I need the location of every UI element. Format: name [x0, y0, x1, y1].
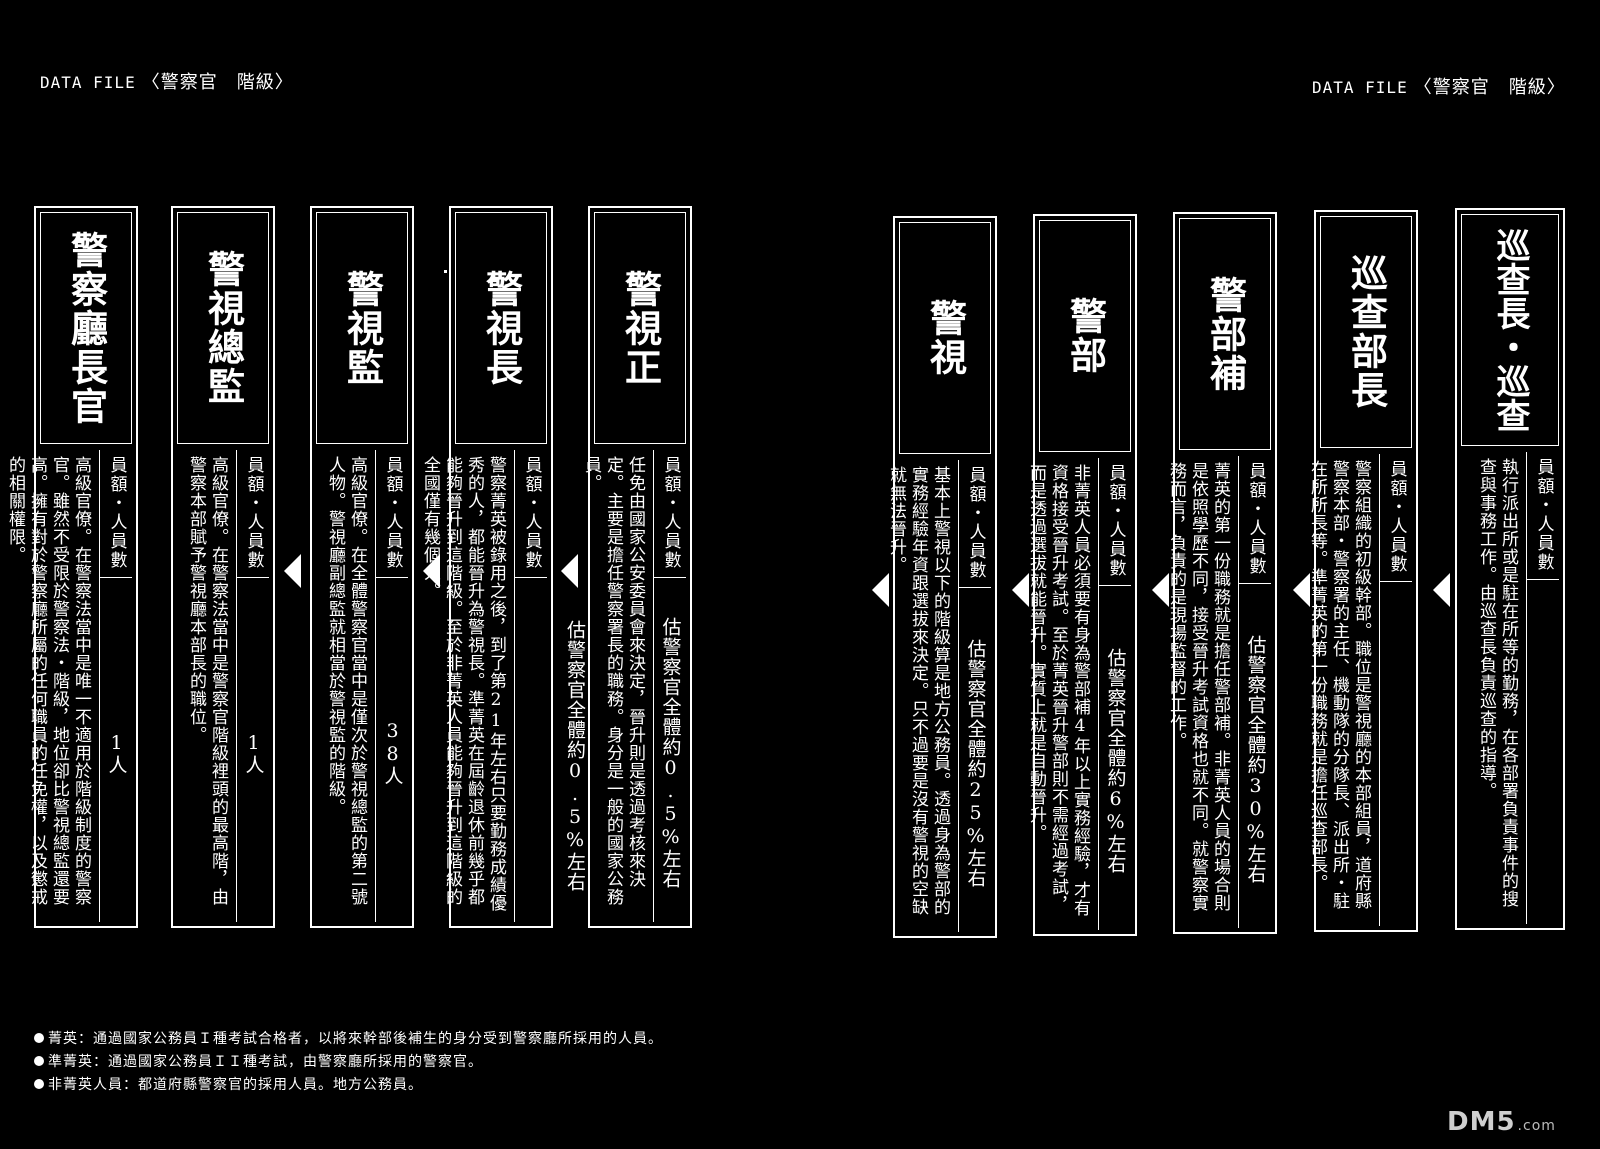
rank-card-keishi: 警視 員額・人員數 估警察官全體約25%左右 基本上警視以下的階級算是地方公務員… [886, 216, 997, 938]
bullet-icon [34, 1079, 44, 1089]
header-title: 〈警察官 階級〉 [1413, 77, 1566, 98]
watermark-logo: DM5.com [1447, 1107, 1556, 1137]
rank-description: 高級官僚。在警察法當中是唯一不適用於階級制度的警察官。雖然不受限於警察法・階級，… [5, 456, 91, 906]
rank-title: 警視長 [455, 212, 547, 444]
rank-description: 任免由國家公安委員會來決定，晉升則是透過考核來決定。主要是擔任警察署長的職務。身… [581, 456, 645, 906]
arrow-left-icon [1293, 573, 1310, 607]
info-label: 員額・人員數 [237, 450, 269, 578]
footnote-item: 準菁英：通過國家公務員ＩＩ種考試，由警察廳所採用的警察官。 [34, 1051, 663, 1074]
shared-member-count: 估警察官全體約0.5%左右 [564, 620, 586, 892]
arrow-left-icon [284, 554, 301, 588]
footnote-item: 非菁英人員：都道府縣警察官的採用人員。地方公務員。 [34, 1074, 663, 1097]
rank-card-keisatsuchou-chokan: 警察廳長官 員額・人員數 1人 高級官僚。在警察法當中是唯一不適用於階級制度的警… [5, 206, 138, 928]
member-count: 38人 [381, 720, 404, 786]
rank-card-keibu: 警部 員額・人員數 估警察官全體約6%左右 非菁英人員必須要有身為警部補4年以上… [1026, 214, 1137, 936]
member-count: 估警察官全體約25%左右 [964, 638, 987, 888]
rank-card-keishisei: 警視正 員額・人員數 估警察官全體約0.5%左右 任免由國家公安委員會來決定，晉… [581, 206, 692, 928]
rank-description: 高級官僚。在警察法當中是警察官階級裡頭的最高階，由警察本部賦予警視廳本部長的職位… [186, 456, 228, 906]
info-label: 員額・人員數 [1239, 456, 1271, 584]
rank-card-junsabucho: 巡查部長 員額・人員數 警察組織的初級幹部。職位是警視廳的本部組員，道府縣警察本… [1307, 210, 1418, 932]
rank-title: 警察廳長官 [40, 212, 132, 444]
bullet-icon [34, 1056, 44, 1066]
footnotes: 菁英：通過國家公務員Ｉ種考試合格者，以將來幹部後補生的身分受到警察廳所採用的人員… [34, 1028, 663, 1097]
info-label: 員額・人員數 [1527, 452, 1559, 580]
arrow-left-icon [1012, 573, 1029, 607]
rank-description: 基本上警視以下的階級算是地方公務員。透過身為警部的實務經驗年資跟選拔來決定。只不… [886, 466, 950, 916]
info-label: 員額・人員數 [959, 460, 991, 588]
page-header-right: DATA FILE 〈警察官 階級〉 [1312, 73, 1566, 99]
footnote-item: 菁英：通過國家公務員Ｉ種考試合格者，以將來幹部後補生的身分受到警察廳所採用的人員… [34, 1028, 663, 1051]
arrow-left-icon [423, 554, 440, 588]
rank-card-keishikan: 警視監 員額・人員數 38人 高級官僚。在全體警察官當中是僅次於警視總監的第二號… [310, 206, 414, 928]
arrow-left-icon [561, 554, 578, 588]
page-header-left: DATA FILE 〈警察官 階級〉 [40, 68, 294, 94]
arrow-left-icon [872, 573, 889, 607]
info-label: 員額・人員數 [654, 450, 686, 578]
header-file-label: DATA FILE [40, 73, 136, 92]
rank-title: 警視監 [316, 212, 408, 444]
rank-title: 警視總監 [177, 212, 269, 444]
bullet-icon [34, 1033, 44, 1043]
rank-card-keishi-sokan: 警視總監 員額・人員數 1人 高級官僚。在警察法當中是警察官階級裡頭的最高階，由… [171, 206, 275, 928]
rank-description: 執行派出所或是駐在所等的勤務，在各部署負責事件的搜查與事務工作。由巡查長負責巡查… [1476, 458, 1518, 908]
header-title: 〈警察官 階級〉 [141, 72, 294, 93]
arrow-left-icon [1152, 573, 1169, 607]
rank-title: 警視 [899, 222, 991, 454]
rank-title: 巡查部長 [1320, 216, 1412, 448]
rank-title: 巡查長・巡查 [1461, 214, 1559, 446]
rank-card-junsacho-junsa: 巡查長・巡查 員額・人員數 執行派出所或是駐在所等的勤務，在各部署負責事件的搜查… [1455, 208, 1565, 930]
rank-card-keishicho: 警視長 員額・人員數 警察菁英被錄用之後，到了第21年左右只要勤務成績優秀的人，… [420, 206, 553, 928]
rank-card-keibuho: 警部補 員額・人員數 估警察官全體約30%左右 菁英的第一份職務就是擔任警部補。… [1166, 212, 1277, 934]
arrow-left-icon [1433, 573, 1450, 607]
rank-title: 警視正 [594, 212, 686, 444]
member-count: 估警察官全體約0.5%左右 [659, 617, 682, 889]
info-label: 員額・人員數 [1099, 458, 1131, 586]
rank-title: 警部補 [1179, 218, 1271, 450]
rank-description: 警察組織的初級幹部。職位是警視廳的本部組員，道府縣警察本部・警察署的主任、機動隊… [1307, 460, 1371, 910]
rank-description: 菁英的第一份職務就是擔任警部補。非菁英人員的場合則是依照學歷不同，接受晉升考試資… [1166, 462, 1230, 912]
member-count: 估警察官全體約30%左右 [1244, 634, 1267, 884]
member-count: 1人 [105, 731, 128, 775]
rank-description: 警察菁英被錄用之後，到了第21年左右只要勤務成績優秀的人，都能晉升為警視長。準菁… [420, 456, 506, 912]
header-file-label: DATA FILE [1312, 78, 1408, 97]
info-label: 員額・人員數 [100, 450, 132, 578]
print-speck [444, 270, 447, 273]
info-label: 員額・人員數 [1380, 454, 1412, 582]
member-count: 1人 [242, 731, 265, 775]
rank-title: 警部 [1039, 220, 1131, 452]
rank-description: 高級官僚。在全體警察官當中是僅次於警視總監的第二號人物。警視廳副總監就相當於警視… [325, 456, 367, 906]
info-label: 員額・人員數 [376, 450, 408, 578]
rank-description: 非菁英人員必須要有身為警部補4年以上實務經驗，才有資格接受晉升考試。至於菁英晉升… [1026, 464, 1090, 917]
info-label: 員額・人員數 [515, 450, 547, 578]
member-count: 估警察官全體約6%左右 [1104, 648, 1127, 874]
